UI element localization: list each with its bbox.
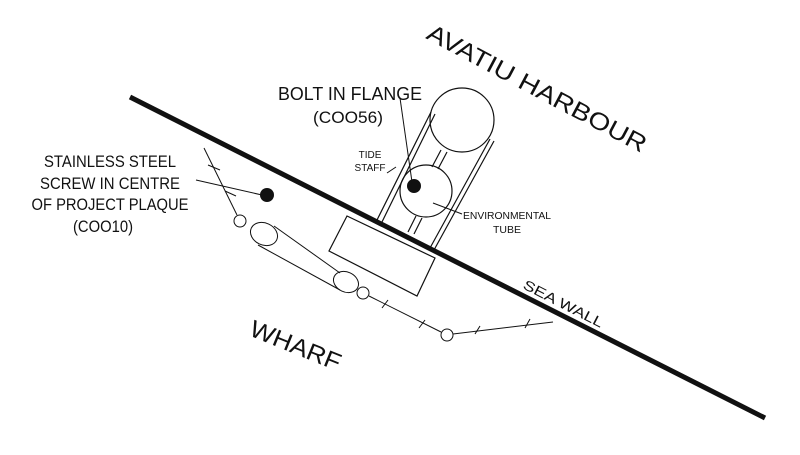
screw-label-line3: OF PROJECT PLAQUE — [32, 195, 189, 214]
screw-label-line2: SCREW IN CENTRE — [40, 174, 180, 193]
survey-traverse — [203, 147, 554, 342]
bolt-label-line1: BOLT IN FLANGE — [278, 84, 422, 104]
tide-gauge-structure — [328, 87, 495, 297]
environmental-tube-label-line1: ENVIRONMENTAL — [463, 210, 551, 222]
tide-staff-label-line2: STAFF — [355, 163, 386, 174]
screw-label-line1: STAINLESS STEEL — [44, 152, 176, 171]
bolt-label-line2: (COO56) — [313, 108, 383, 127]
environmental-tube-circle — [399, 164, 453, 218]
plaque-screw-marker — [260, 188, 274, 202]
upper-tube-circle — [429, 87, 495, 153]
screw-label-line4: (COO10) — [73, 217, 133, 236]
wharf-label: WHARF — [246, 316, 345, 377]
tide-staff-label-line1: TIDE — [359, 150, 382, 161]
environmental-tube-label-line2: TUBE — [493, 224, 521, 236]
sea-wall-line — [128, 94, 767, 421]
bolt-in-flange-marker — [407, 179, 421, 193]
base-block — [328, 215, 436, 297]
leader-lines — [195, 97, 463, 215]
